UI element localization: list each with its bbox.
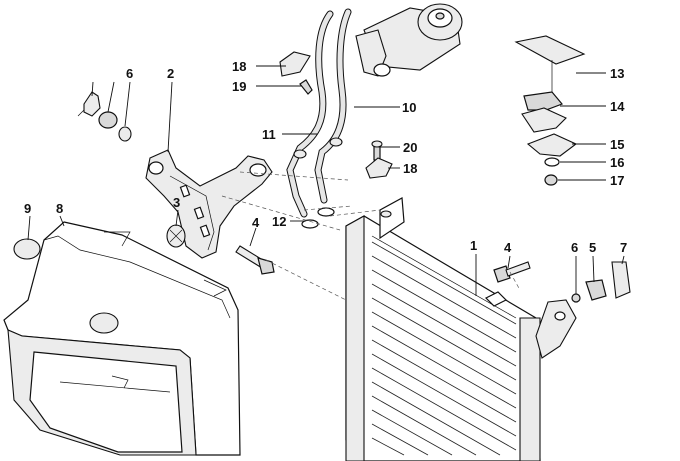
callout-10: 10 [402, 100, 416, 115]
small-parts-left [77, 91, 132, 142]
fan-bracket [145, 149, 273, 259]
small-parts-right [571, 261, 631, 303]
callout-14: 14 [610, 99, 625, 114]
clip-18-upper [279, 51, 313, 95]
callout-18-upper: 18 [232, 59, 246, 74]
callout-6-left-num: 6 [126, 66, 133, 81]
radiator [345, 197, 577, 461]
oil-lines [286, 8, 352, 229]
callout-11: 11 [262, 127, 276, 142]
callout-15: 15 [610, 137, 624, 152]
callout-12: 12 [272, 214, 286, 229]
oil-pump-unit [355, 3, 463, 77]
alignment-lines [221, 171, 521, 301]
callout-20: 20 [403, 140, 417, 155]
callout-13: 13 [610, 66, 624, 81]
clip-3 [166, 224, 186, 248]
callout-9: 9 [24, 201, 31, 216]
callout-3: 3 [173, 195, 180, 210]
callout-16: 16 [610, 155, 624, 170]
bolt-4-right [493, 261, 531, 283]
callout-numbers: 1 2 3 4 4 5 5 6 6 7 8 9 10 11 12 13 14 1… [24, 59, 627, 255]
clip-18-lower [365, 140, 393, 179]
callout-6-right: 6 [571, 240, 578, 255]
callout-2: 2 [167, 66, 174, 81]
leader-lines [27, 65, 625, 296]
callout-18-lower: 18 [403, 161, 417, 176]
callout-19: 19 [232, 79, 246, 94]
callout-7-right: 7 [620, 240, 627, 255]
callout-8: 8 [56, 201, 63, 216]
callout-4-right: 4 [504, 240, 512, 255]
callout-4-left: 4 [252, 215, 260, 230]
callout-5-right: 5 [589, 240, 596, 255]
air-duct-shroud [3, 221, 241, 456]
mount-parts-right [514, 35, 586, 186]
callout-17: 17 [610, 173, 624, 188]
callout-1: 1 [470, 238, 477, 253]
rubber-plug-9 [13, 238, 41, 260]
radiator-fins [371, 241, 517, 456]
bolt-4-left [235, 245, 275, 275]
